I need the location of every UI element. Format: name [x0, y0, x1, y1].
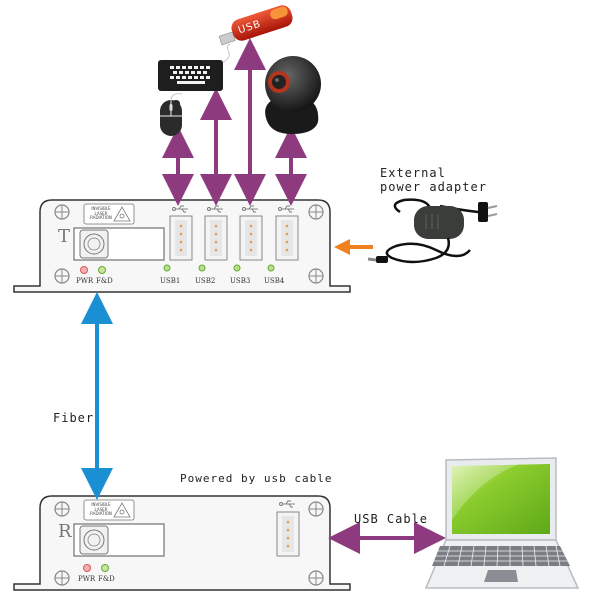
usb1-label: USB1 [160, 277, 181, 285]
pwr-label: PWR [76, 277, 94, 285]
usb4-label: USB4 [264, 277, 285, 285]
warning-line: RADIATION [90, 511, 112, 517]
screw-icon [308, 570, 324, 586]
warning-line: INVISIBLE [91, 502, 111, 507]
screw-icon [308, 268, 324, 284]
usb-port [276, 511, 300, 557]
fiber-port [79, 525, 109, 555]
usb-flash-drive-icon [218, 5, 293, 46]
usb-port-4 [267, 215, 299, 272]
mouse-icon [160, 93, 183, 136]
screw-icon [54, 570, 70, 586]
usb-port-2 [198, 215, 228, 272]
pwr-label: PWR [78, 575, 96, 583]
transmitter-unit-letter: T [58, 226, 71, 247]
usb-port-1 [163, 215, 193, 272]
receiver-unit-letter: R [58, 521, 72, 542]
warning-line: INVISIBLE [91, 206, 111, 211]
usb-symbol-icon [207, 205, 223, 213]
transmitter-unit [13, 199, 351, 293]
webcam-icon [265, 56, 321, 134]
usb-cable-label: USB Cable [354, 512, 429, 526]
fiber-port [79, 229, 109, 259]
keyboard-icon [158, 43, 231, 91]
usb-symbol-icon [278, 205, 294, 213]
transmitter-laser-warning-text: INVISIBLE LASER RADIATION [86, 206, 116, 221]
warning-line: LASER [94, 210, 108, 216]
screw-icon [54, 268, 70, 284]
power-adapter-icon [367, 198, 498, 264]
warning-line: RADIATION [90, 215, 112, 221]
laptop-icon [424, 457, 580, 589]
fd-label: F&D [98, 575, 115, 583]
laser-warning-label [83, 499, 135, 521]
screw-icon [54, 204, 70, 220]
receiver-unit [13, 495, 351, 591]
usb-symbol-icon [242, 205, 258, 213]
laser-warning-label [83, 203, 135, 225]
usb-arrows [162, 38, 446, 554]
fd-led [98, 266, 106, 274]
fiber-label: Fiber [53, 411, 95, 425]
fd-led [101, 564, 109, 572]
usb3-label: USB3 [230, 277, 251, 285]
usb-port-3 [233, 215, 263, 272]
screw-icon [54, 501, 70, 517]
power-arrow [334, 239, 373, 255]
power-adapter-label-line1: External [380, 166, 446, 180]
pwr-led [83, 564, 91, 572]
usb2-label: USB2 [195, 277, 216, 285]
laptop-screen [452, 464, 550, 534]
usb-symbol-icon [279, 500, 295, 508]
fd-label: F&D [96, 277, 113, 285]
warning-line: LASER [94, 506, 108, 512]
power-adapter-label-line2: power adapter [380, 180, 487, 194]
screw-icon [308, 501, 324, 517]
screw-icon [308, 204, 324, 220]
powered-by-label: Powered by usb cable [180, 472, 333, 485]
pwr-led [80, 266, 88, 274]
usb-symbol-icon [172, 205, 188, 213]
receiver-laser-warning-text: INVISIBLE LASER RADIATION [86, 502, 116, 517]
